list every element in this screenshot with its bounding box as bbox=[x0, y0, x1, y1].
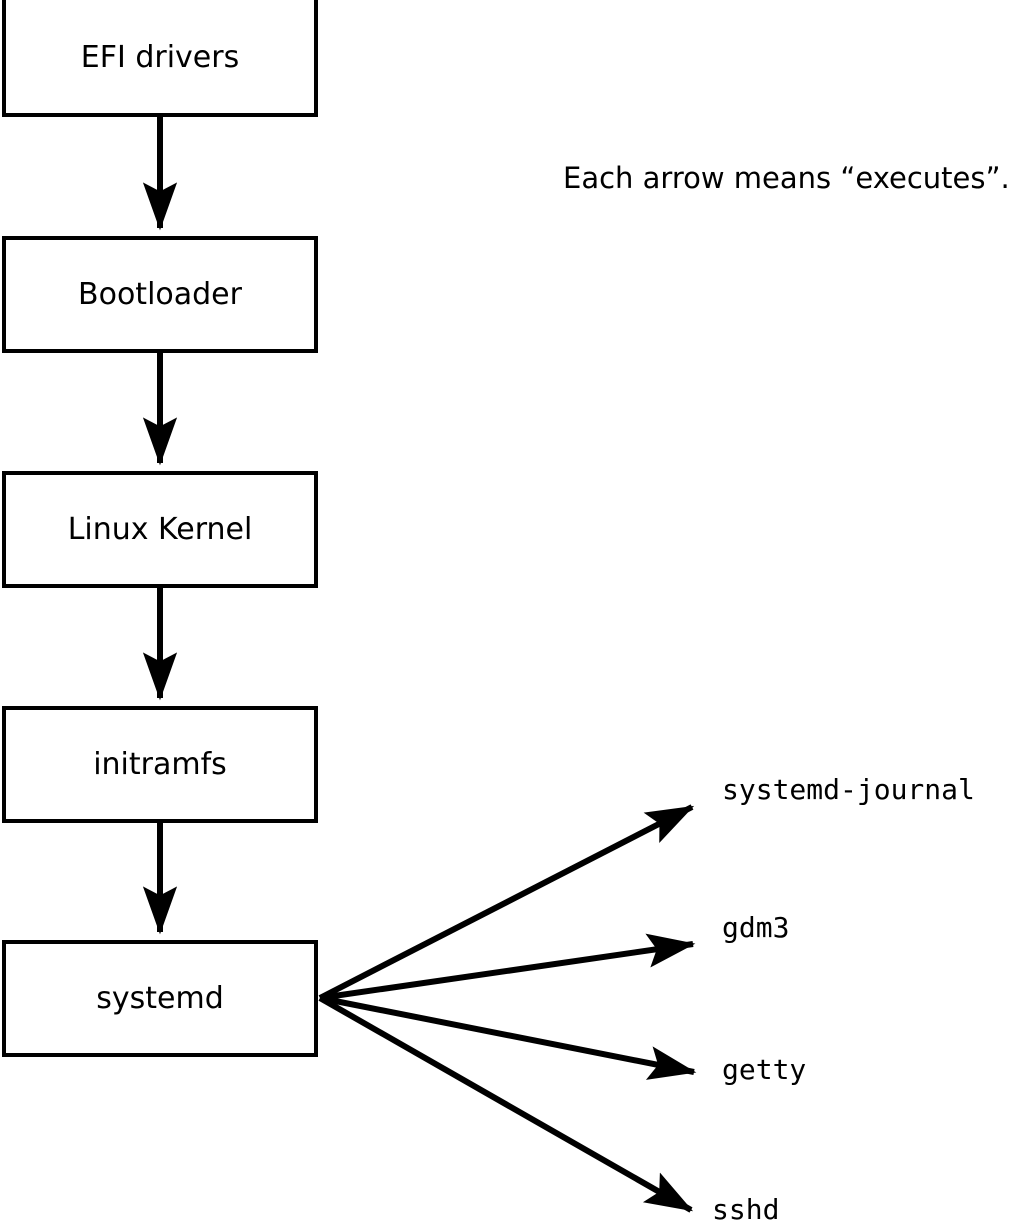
service-label-systemd-journal[interactable]: systemd-journal bbox=[722, 773, 975, 806]
node-efi-drivers[interactable]: EFI drivers bbox=[2, 0, 318, 117]
node-label-linux-kernel: Linux Kernel bbox=[67, 511, 253, 547]
node-linux-kernel[interactable]: Linux Kernel bbox=[2, 471, 318, 588]
service-label-getty[interactable]: getty bbox=[722, 1053, 807, 1086]
node-label-initramfs: initramfs bbox=[93, 746, 227, 782]
service-label-gdm3[interactable]: gdm3 bbox=[722, 911, 790, 944]
service-label-sshd[interactable]: sshd bbox=[712, 1193, 780, 1226]
node-systemd[interactable]: systemd bbox=[2, 940, 318, 1057]
node-label-bootloader: Bootloader bbox=[78, 276, 242, 312]
node-initramfs[interactable]: initramfs bbox=[2, 706, 318, 823]
fan-arrow-systemd-to-getty bbox=[319, 995, 697, 1080]
fan-arrow-systemd-to-sshd bbox=[318, 995, 694, 1213]
node-bootloader[interactable]: Bootloader bbox=[2, 236, 318, 353]
node-label-efi-drivers: EFI drivers bbox=[80, 39, 240, 75]
diagram-caption: Each arrow means “executes”. bbox=[563, 161, 1010, 195]
node-label-systemd: systemd bbox=[96, 980, 224, 1016]
fan-arrow-systemd-to-systemd-journal bbox=[318, 804, 695, 1001]
fan-arrow-systemd-to-gdm3 bbox=[319, 933, 696, 1001]
